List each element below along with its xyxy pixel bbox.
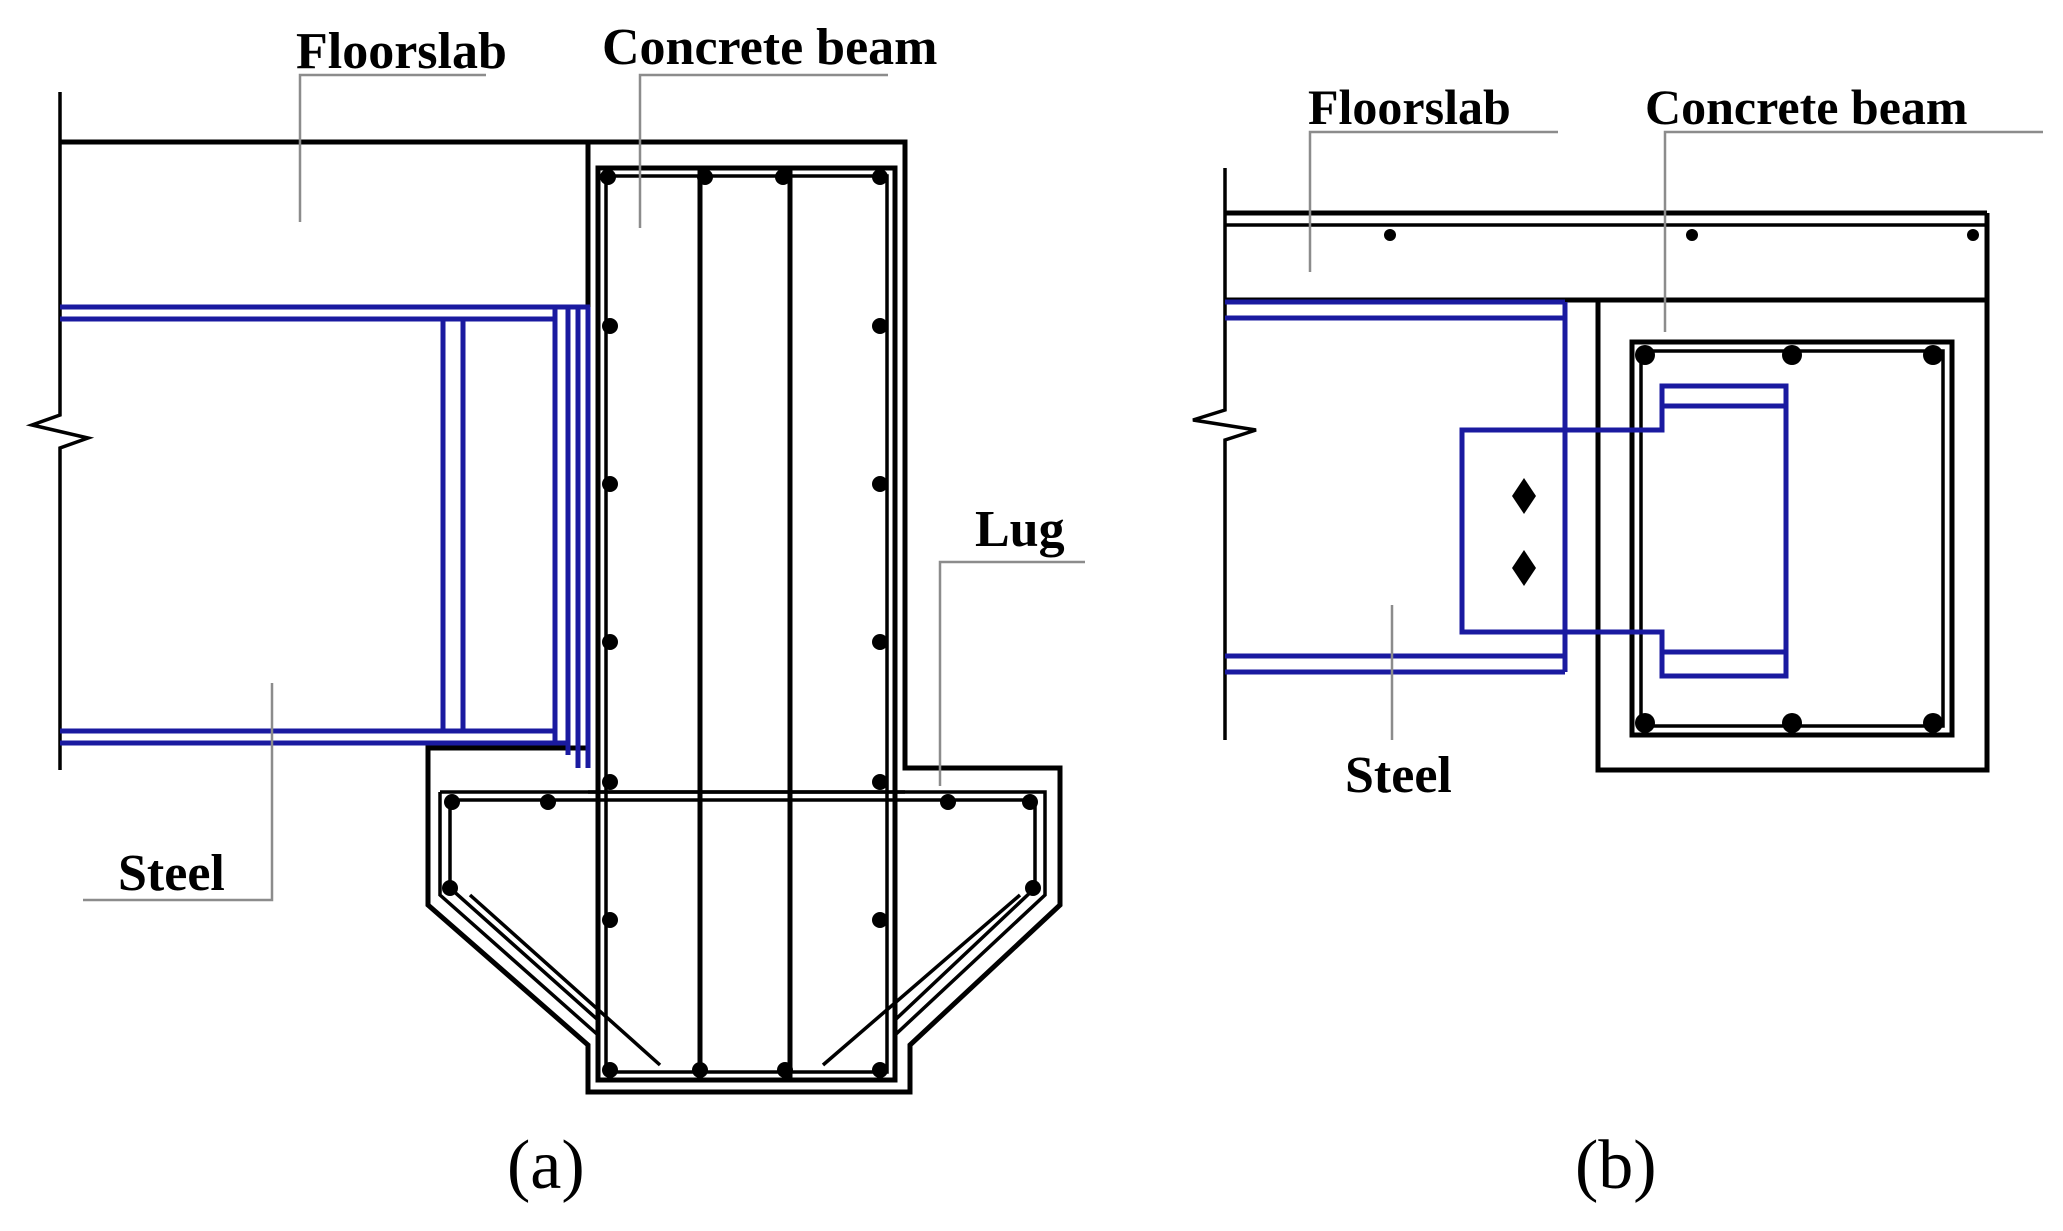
rebar-dot (602, 912, 618, 928)
panel-a-steel-beam (60, 304, 591, 768)
rebar-dot (872, 774, 888, 790)
panel-b-break-line (1192, 168, 1257, 740)
steel-embedded-section (1659, 383, 1789, 679)
panel-a: Floorslab Concrete beam Lug Steel (a) (25, 19, 1085, 1204)
rebar-dot (872, 169, 888, 185)
rebar-dot (602, 476, 618, 492)
panel-b-floorslab-label: Floorslab (1308, 79, 1511, 135)
rebar-dot (1923, 345, 1943, 365)
panel-a-steel-leader (83, 683, 274, 902)
rebar-dot (444, 794, 460, 810)
panel-a-beam-stirrup-inner (604, 174, 889, 1074)
panel-a-concrete-beam-leader (638, 73, 888, 228)
panel-a-lug-stirrup (440, 790, 1047, 1037)
panel-b-rebar-dots (1384, 229, 1979, 733)
panel-b-beam-stirrup (1629, 339, 1955, 738)
rebar-dot (602, 318, 618, 334)
panel-a-rebar-dots (442, 169, 1041, 1078)
rebar-dot (1022, 794, 1038, 810)
panel-b-concrete-beam-leader (1663, 130, 2043, 332)
panel-a-floorslab-label: Floorslab (296, 23, 507, 80)
rebar-dot (692, 1062, 708, 1078)
rebar-dot (1635, 713, 1655, 733)
rebar-dot (697, 169, 713, 185)
panel-a-lug-stirrup-inner (450, 798, 1037, 1022)
rebar-dot (775, 169, 791, 185)
panel-b-caption: (b) (1575, 1127, 1657, 1204)
panel-a-floorslab-leader (298, 73, 486, 222)
rebar-dot (602, 1062, 618, 1078)
panel-a-lug-label: Lug (975, 501, 1065, 558)
panel-b-steel-beam (1225, 299, 1789, 679)
rebar-dot (872, 318, 888, 334)
panel-a-break-line (25, 92, 95, 770)
bolt-icon (1512, 550, 1536, 586)
rebar-dot (1025, 880, 1041, 896)
rebar-dot (872, 912, 888, 928)
panel-a-diagonal-bar (468, 893, 662, 1067)
rebar-dot (602, 774, 618, 790)
panel-b-steel-label: Steel (1345, 747, 1452, 804)
panel-a-lug-leader (938, 560, 1085, 786)
steel-embedded-section (1565, 629, 1665, 652)
rebar-dot (1686, 229, 1698, 241)
panel-b-concrete-beam-label: Concrete beam (1645, 79, 1968, 135)
rebar-dot (540, 794, 556, 810)
panel-a-concrete-outline (60, 139, 1063, 1095)
rebar-dot (1782, 345, 1802, 365)
rebar-dot (1967, 229, 1979, 241)
panel-a-concrete-beam-label: Concrete beam (602, 19, 938, 76)
rebar-dot (872, 634, 888, 650)
steel-connection-plate (1459, 427, 1565, 635)
panel-b-beam-outline (1595, 300, 1990, 773)
rebar-dot (1635, 345, 1655, 365)
panel-a-caption: (a) (507, 1127, 585, 1204)
rebar-dot (872, 476, 888, 492)
rebar-dot (872, 1062, 888, 1078)
panel-b-floorslab-leader (1308, 130, 1558, 272)
rebar-dot (777, 1062, 793, 1078)
rebar-dot (1923, 713, 1943, 733)
rebar-dot (940, 794, 956, 810)
panel-a-steel-label: Steel (118, 845, 225, 902)
panel-b: Floorslab Concrete beam Steel (b) (1192, 79, 2043, 1204)
rebar-dot (1782, 713, 1802, 733)
rebar-dot (1384, 229, 1396, 241)
bolt-icon (1512, 478, 1536, 514)
panel-a-beam-stirrup (595, 165, 898, 1083)
panel-a-lug-stirrup-left (438, 792, 600, 1037)
panel-a-diagonal-bar (821, 893, 1022, 1067)
rebar-dot (602, 634, 618, 650)
rebar-dot (442, 880, 458, 896)
rebar-dot (600, 169, 616, 185)
